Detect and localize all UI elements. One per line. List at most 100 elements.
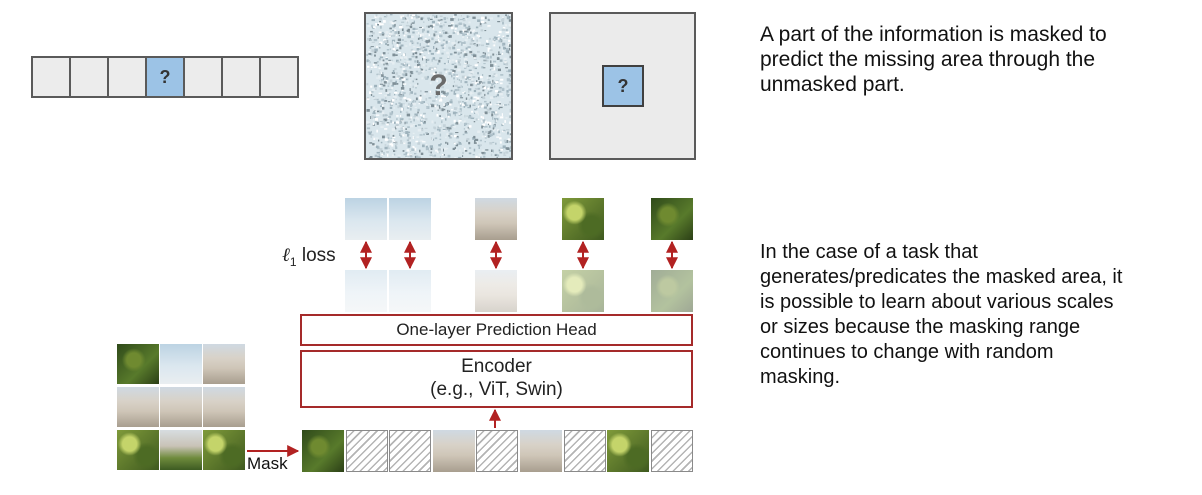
noise-speck	[440, 143, 442, 145]
noise-speck	[424, 91, 428, 93]
noise-speck	[408, 118, 412, 120]
noise-speck	[387, 85, 390, 87]
noise-speck	[477, 113, 479, 116]
noise-speck	[496, 114, 501, 118]
noise-speck	[438, 40, 441, 43]
noise-speck	[510, 146, 511, 149]
noise-speck	[395, 142, 398, 145]
noise-speck	[463, 41, 466, 45]
noise-speck	[462, 43, 467, 46]
noise-speck	[401, 39, 404, 41]
noise-speck	[509, 140, 511, 143]
noise-speck	[489, 96, 494, 99]
noise-speck	[436, 49, 439, 51]
noise-speck	[432, 100, 436, 102]
noise-speck	[460, 97, 464, 99]
noise-speck	[389, 103, 393, 107]
noise-speck	[406, 139, 410, 141]
noise-speck	[414, 60, 417, 63]
noise-speck	[445, 126, 449, 130]
noise-speck	[490, 64, 494, 67]
noise-speck	[431, 35, 433, 37]
noise-speck	[455, 136, 459, 138]
noise-speck	[458, 60, 460, 64]
noise-speck	[417, 66, 420, 68]
noise-speck	[473, 121, 476, 123]
noise-speck	[462, 155, 464, 157]
noise-speck	[391, 39, 396, 42]
noise-speck	[418, 48, 421, 50]
noise-speck	[457, 23, 459, 26]
noise-speck	[460, 44, 463, 46]
noise-speck	[379, 88, 383, 90]
noise-speck	[465, 47, 468, 50]
prediction-head: One-layer Prediction Head	[300, 314, 693, 346]
noise-speck	[400, 75, 403, 77]
noise-speck	[438, 149, 441, 152]
noise-speck	[408, 80, 412, 82]
noise-speck	[495, 119, 498, 123]
noise-speck	[483, 121, 485, 123]
noise-speck	[435, 66, 438, 69]
noise-speck	[508, 14, 511, 17]
noise-speck	[509, 111, 511, 113]
noise-speck	[415, 125, 417, 127]
noise-speck	[404, 121, 408, 124]
noise-speck	[483, 106, 487, 109]
noise-speck	[469, 92, 472, 95]
noise-speck	[435, 96, 438, 98]
noise-speck	[407, 141, 411, 145]
noise-speck	[406, 107, 410, 109]
noise-speck	[422, 28, 425, 32]
noise-speck	[449, 132, 453, 135]
noise-speck	[439, 83, 442, 87]
noise-speck	[503, 62, 507, 65]
noise-speck	[366, 83, 369, 86]
noise-speck	[453, 77, 455, 80]
noise-speck	[451, 132, 454, 136]
noise-speck	[437, 150, 439, 153]
noise-speck	[461, 70, 465, 74]
noise-speck	[459, 56, 461, 58]
noise-speck	[499, 82, 503, 85]
noise-speck	[443, 62, 446, 65]
noise-speck	[482, 89, 485, 92]
noise-speck	[402, 83, 407, 85]
noise-speck	[509, 133, 511, 136]
noise-speck	[442, 74, 444, 78]
noise-speck	[410, 23, 412, 26]
noise-speck	[405, 128, 407, 130]
noise-speck	[436, 80, 438, 83]
noise-speck	[471, 50, 474, 54]
noise-speck	[409, 92, 411, 96]
noise-speck	[381, 53, 384, 57]
noise-speck	[374, 84, 378, 88]
noise-speck	[435, 23, 439, 26]
noise-speck	[370, 130, 372, 134]
noise-speck	[386, 61, 389, 64]
noise-speck	[400, 44, 404, 47]
noise-speck	[426, 106, 430, 109]
noise-speck	[436, 73, 440, 76]
noise-speck	[478, 146, 480, 149]
noise-speck	[379, 17, 382, 21]
noise-speck	[482, 125, 484, 128]
noise-speck	[370, 30, 373, 33]
noise-speck	[454, 31, 457, 34]
noise-speck	[395, 31, 398, 34]
noise-speck	[508, 44, 511, 47]
noise-speck	[439, 34, 443, 38]
noise-speck	[373, 98, 377, 100]
noise-speck	[475, 88, 479, 90]
noise-speck	[474, 31, 478, 35]
noise-speck	[383, 152, 385, 155]
noise-speck	[464, 120, 466, 122]
noise-speck	[487, 47, 491, 51]
noise-speck	[394, 23, 396, 27]
noise-speck	[470, 30, 472, 34]
noise-speck	[380, 23, 384, 26]
noise-speck	[368, 60, 370, 62]
noise-speck	[492, 116, 494, 120]
noise-speck	[445, 127, 447, 131]
